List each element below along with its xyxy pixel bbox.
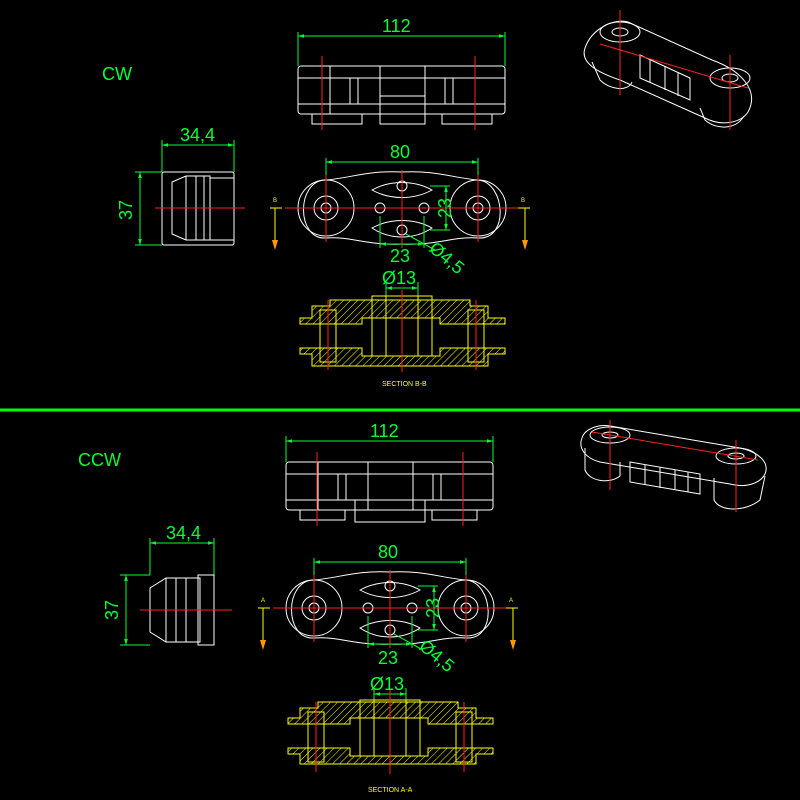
cw-dim-bore: Ø13 [382, 268, 416, 288]
ccw-drawing: CCW 112 34,4 [78, 420, 767, 794]
cw-section-view: Ø13 SECTION B-B [299, 268, 506, 388]
cw-cut-left: B [273, 198, 277, 204]
cw-dim-sq-v: 23 [435, 198, 455, 218]
ccw-dim-height: 37 [102, 600, 122, 620]
cw-front-view: 112 [297, 16, 506, 130]
ccw-plan-view: 80 23 23 Ø4,5 [258, 542, 518, 676]
cw-section-label: SECTION B-B [382, 381, 427, 388]
ccw-dim-width: 34,4 [166, 523, 201, 543]
cw-label: CW [102, 64, 132, 84]
cw-plan-view: 80 23 23 Ø4,5 [270, 142, 530, 278]
cw-dim-height: 37 [116, 200, 136, 220]
ccw-dim-hole: Ø4,5 [415, 636, 458, 676]
cw-drawing: CW 112 34,4 [102, 10, 753, 388]
ccw-dim-pitch: 80 [378, 542, 398, 562]
cw-dim-length: 112 [382, 16, 411, 36]
ccw-dim-bore: Ø13 [370, 674, 404, 694]
cw-dim-sq-h: 23 [390, 246, 410, 266]
ccw-isometric-view [580, 420, 767, 512]
cw-side-view: 34,4 37 [116, 125, 245, 246]
cw-dim-pitch: 80 [390, 142, 410, 162]
cw-cut-right: B [521, 198, 525, 204]
ccw-cut-right: A [509, 598, 513, 604]
ccw-dim-sq-h: 23 [378, 648, 398, 668]
cw-isometric-view [583, 10, 753, 130]
ccw-dim-sq-v: 23 [423, 598, 443, 618]
ccw-side-view: 34,4 37 [102, 523, 232, 646]
ccw-section-view: Ø13 SECTION A-A [287, 674, 494, 794]
cw-dim-hole: Ø4,5 [425, 238, 468, 278]
ccw-section-label: SECTION A-A [368, 787, 413, 794]
ccw-front-view: 112 [285, 421, 494, 526]
ccw-cut-left: A [261, 598, 265, 604]
ccw-dim-length: 112 [370, 421, 399, 441]
ccw-label: CCW [78, 450, 121, 470]
cw-dim-width: 34,4 [180, 125, 215, 145]
